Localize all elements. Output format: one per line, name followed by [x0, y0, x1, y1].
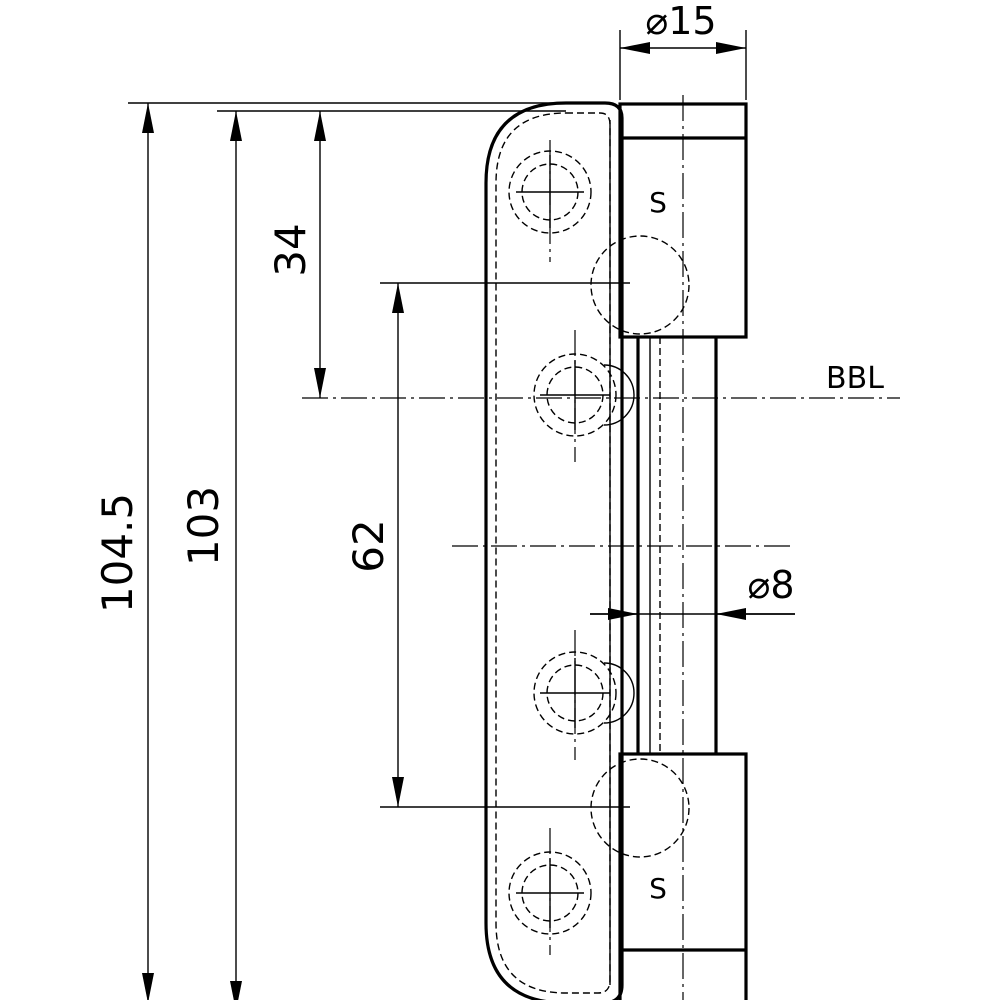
s-label-top: S — [649, 186, 667, 219]
plate-inner-edge — [495, 112, 611, 994]
dimension-overall-height — [142, 103, 154, 1000]
screw-spacing-label: 62 — [344, 519, 393, 572]
knuckle-bottom — [590, 752, 748, 1000]
screw-hole-bottom — [508, 828, 592, 955]
top-to-bbl-label: 34 — [266, 223, 315, 276]
dimension-plate-height — [230, 111, 242, 1000]
plate-outline — [484, 101, 624, 1000]
overall-height-label: 104.5 — [93, 493, 142, 613]
dimension-pin-diameter — [590, 608, 795, 620]
screw-hole-top — [508, 140, 592, 262]
bbl-label: BBL — [826, 361, 884, 396]
plate-height-label: 103 — [179, 486, 228, 566]
dimension-top-to-bbl — [314, 111, 326, 398]
pin — [636, 337, 718, 754]
dimension-knuckle-diameter — [620, 42, 746, 54]
knuckle-diameter-label: ⌀15 — [645, 0, 716, 43]
s-label-bottom: S — [649, 872, 667, 905]
hinge-plate — [484, 101, 624, 1000]
pin-diameter-label: ⌀8 — [747, 563, 794, 607]
knuckle-top — [590, 102, 748, 339]
dimension-screw-spacing — [392, 283, 404, 807]
screw-hole-upper-mid — [533, 330, 635, 462]
screw-hole-lower-mid — [533, 630, 635, 760]
extension-lines — [128, 30, 795, 808]
